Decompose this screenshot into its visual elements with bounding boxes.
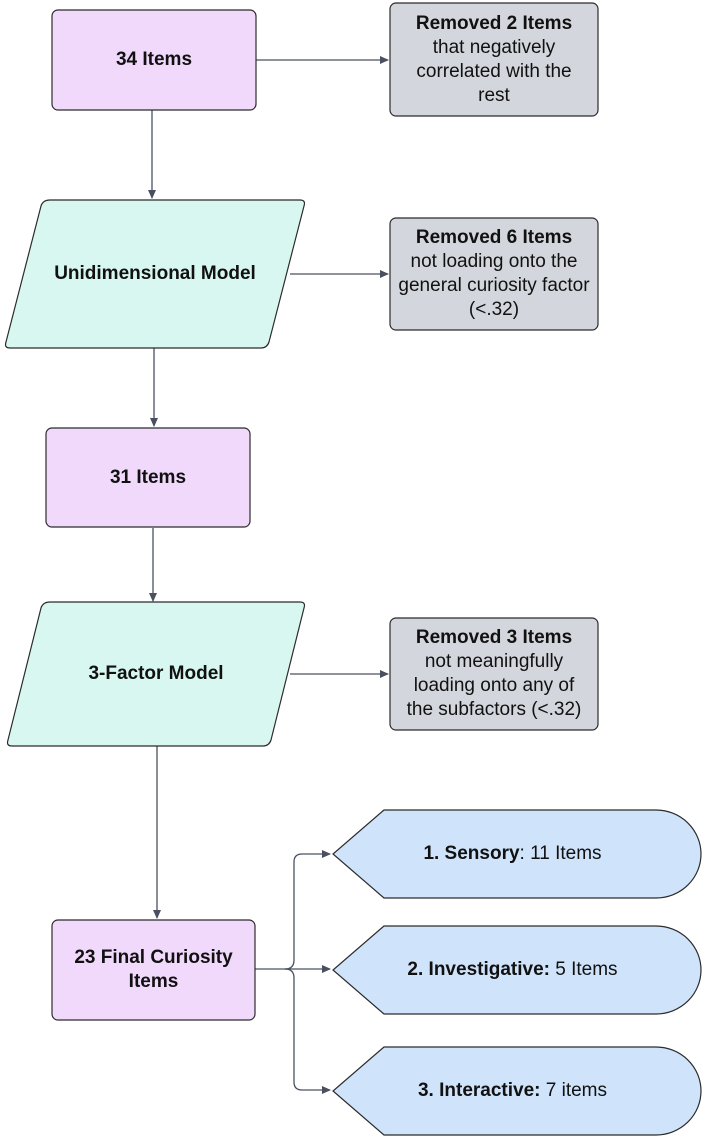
items-34-label: 34 Items [52, 10, 256, 110]
items-31-label: 31 Items [46, 428, 250, 527]
factor-interactive-name: 3. Interactive: [417, 1080, 541, 1101]
factor-investigative-text: 2. Investigative: 5 Items [407, 958, 617, 982]
final-items-box [51, 919, 256, 1021]
factor-sensory-count: 11 Items [524, 843, 602, 864]
removed-2-title: Removed 6 Items [415, 227, 573, 248]
items-34-box [51, 9, 257, 111]
three-factor-label: 3-Factor Model [8, 602, 304, 746]
factor-sensory-text: 1. Sensory: 11 Items [423, 842, 601, 866]
removed-3-line-4: the subfactors (<.32) [406, 699, 582, 720]
factor-investigative-shape [332, 925, 702, 1015]
factor-sensory-label: 1. Sensory: 11 Items [340, 810, 685, 898]
factor-sensory-shape [332, 809, 702, 899]
factor-investigative-count: 5 Items [549, 959, 618, 980]
items-31-text: 31 Items [109, 466, 187, 488]
unidimensional-label: Unidimensional Model [6, 200, 304, 348]
branch-final-trunk [255, 850, 331, 970]
branch-final-to-interactive [284, 968, 331, 1094]
factor-interactive-count: 7 items [540, 1080, 608, 1101]
removed-3-label: Removed 3 Items not meaningfully loading… [390, 618, 598, 730]
factor-sensory-sep: : [519, 843, 525, 864]
items-34-text: 34 Items [115, 49, 193, 70]
removed-1-line-2: that negatively [432, 36, 556, 58]
factor-interactive-shape [332, 1046, 702, 1136]
removed-1-box [389, 2, 599, 117]
removed-1-label: Removed 2 Items that negatively correlat… [390, 3, 598, 116]
unidimensional-parallelogram [4, 199, 306, 349]
factor-sensory-name: 1. Sensory [423, 843, 520, 864]
removed-2-line-4: (<.32) [468, 299, 520, 320]
removed-2-line-3: general curiosity factor [398, 275, 590, 296]
removed-3-box [389, 617, 599, 731]
final-items-line-2: Items [128, 971, 179, 992]
factor-interactive-label: 3. Interactive: 7 items [340, 1047, 685, 1135]
connectors [148, 56, 389, 1094]
factor-investigative-name: 2. Investigative: [407, 959, 550, 980]
removed-1-line-4: rest [478, 84, 510, 106]
factor-investigative-label: 2. Investigative: 5 Items [340, 926, 685, 1014]
removed-3-title: Removed 3 Items [415, 627, 573, 648]
removed-2-line-2: not loading onto the [410, 251, 578, 272]
factor-interactive-text: 3. Interactive: 7 items [418, 1079, 607, 1103]
final-items-label: 23 Final Curiosity Items [52, 920, 255, 1020]
three-factor-parallelogram [6, 601, 306, 747]
removed-2-box [389, 217, 599, 331]
final-items-line-1: 23 Final Curiosity [74, 947, 233, 968]
unidimensional-text: Unidimensional Model [54, 263, 256, 284]
removed-3-line-2: not meaningfully [424, 651, 564, 672]
three-factor-text: 3-Factor Model [88, 663, 224, 684]
shapes [4, 2, 702, 1136]
removed-1-line-3: correlated with the [416, 60, 572, 82]
removed-2-label: Removed 6 Items not loading onto the gen… [390, 218, 598, 330]
items-31-box [45, 427, 251, 528]
removed-1-title: Removed 2 Items [415, 12, 573, 34]
removed-3-line-3: loading onto any of [413, 675, 575, 696]
